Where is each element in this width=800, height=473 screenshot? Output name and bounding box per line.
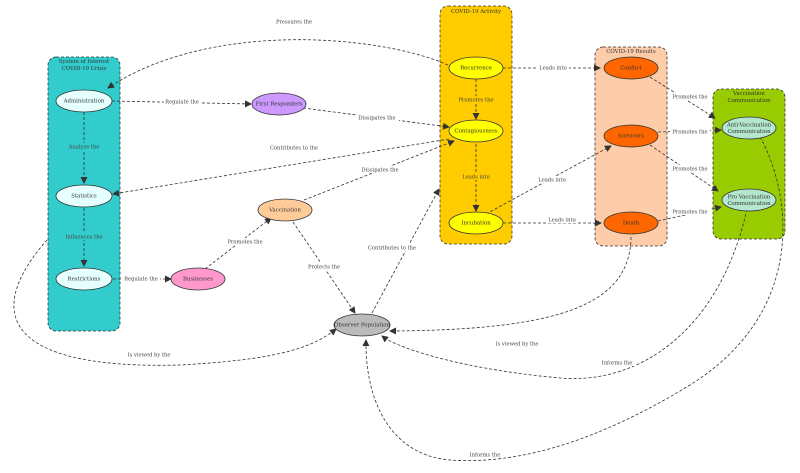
label-informs-pro: Informs the: [602, 361, 633, 367]
label-analyze: Analyze the: [68, 145, 100, 151]
label-promotes-surv-pro: Promotes the: [672, 167, 707, 173]
node-businesses[interactable]: Businesses: [170, 267, 226, 291]
node-anti-vax-label-line1: Anti-Vaccination: [726, 123, 772, 129]
label-dissipates-vacc: Dissipates the: [361, 168, 398, 174]
group-system-subtitle: COVID-19 Crisis: [62, 66, 107, 72]
edge-viewed-death: [389, 236, 632, 335]
node-first-responders[interactable]: First Responders: [251, 92, 307, 116]
node-observer-population-label: Observer Population: [334, 323, 391, 329]
label-influences: Influences the: [65, 235, 102, 241]
label-informs-anti: Informs the: [470, 453, 501, 459]
label-leads-death: Leads into: [548, 218, 575, 224]
edge-pressures: [107, 39, 449, 89]
label-leads-survivors: Leads into: [538, 178, 565, 184]
node-pro-vaccination-communication[interactable]: Pro Vaccination Communication: [721, 188, 777, 212]
label-promotes-contag: Promotes the: [458, 98, 493, 104]
node-administration[interactable]: Administration: [55, 89, 113, 113]
node-survivors[interactable]: Survivors: [603, 124, 659, 148]
node-recurrence[interactable]: Recurrence: [448, 56, 504, 80]
node-anti-vax-label-line2: Communication: [727, 129, 771, 135]
node-conflict-label: Conflict: [620, 66, 642, 72]
node-incubation[interactable]: Incubation: [448, 211, 504, 235]
label-viewed-admin: Is viewed by the: [128, 353, 171, 359]
label-protects: Protects the: [308, 265, 340, 271]
group-results-title: COVID-19 Results: [606, 49, 656, 55]
label-promotes-survivors: Promotes the: [672, 130, 707, 136]
node-statistics[interactable]: Statistics: [55, 184, 113, 208]
node-incubation-label: Incubation: [461, 221, 491, 227]
group-vaccination-communication: Vaccination Communication: [712, 88, 786, 240]
label-dissipates-first: Dissipates the: [358, 116, 395, 122]
label-contributes-stats: Contributes to the: [270, 146, 318, 152]
label-promotes-death: Promotes the: [672, 210, 707, 216]
node-restrictions-label: Restrictions: [68, 277, 101, 283]
edge-regulate-first: [111, 100, 252, 108]
node-survivors-label: Survivors: [618, 134, 644, 140]
label-contributes-obs: Contributes to the: [368, 246, 416, 252]
label-leads-recurrence: Leads into: [539, 66, 566, 72]
edge-contributes-stats: [112, 138, 450, 197]
node-contagiousness[interactable]: Contagiousness: [448, 119, 504, 143]
node-anti-vaccination-communication[interactable]: Anti-Vaccination Communication: [721, 116, 777, 140]
edge-labels: Pressures the Regulate the Dissipates th…: [63, 19, 710, 459]
node-businesses-label: Businesses: [183, 277, 213, 283]
node-observer-population[interactable]: Observer Population: [333, 313, 391, 337]
label-regulate-first: Regulate the: [165, 100, 199, 106]
node-administration-label: Administration: [63, 99, 105, 105]
node-recurrence-label: Recurrence: [460, 66, 492, 72]
label-promotes-bus: Promotes the: [227, 240, 262, 246]
node-pro-vax-label-line2: Communication: [727, 201, 771, 207]
node-death[interactable]: Death: [603, 211, 659, 235]
label-viewed-death: Is viewed by the: [496, 342, 539, 348]
node-vaccination[interactable]: Vaccination: [257, 198, 313, 222]
edge-informs-pro: [381, 208, 748, 379]
label-promotes-conflict: Promotes the: [672, 95, 707, 101]
group-activity-title: COVID-19 Activity: [451, 9, 502, 15]
label-regulate-bus: Regulate the: [124, 277, 158, 283]
label-leads-incub: Leads into: [462, 175, 489, 181]
edge-dissipates-first: [302, 107, 450, 130]
node-pro-vax-label-line1: Pro Vaccination: [728, 195, 771, 201]
node-contagiousness-label: Contagiousness: [454, 129, 497, 135]
group-vaccination-subtitle: Communication: [727, 98, 771, 104]
edge-promotes-conflict: [649, 76, 716, 119]
edge-viewed-admin: [13, 239, 337, 366]
node-vaccination-label: Vaccination: [268, 208, 301, 214]
edge-informs-anti: [362, 136, 784, 461]
node-death-label: Death: [623, 221, 640, 227]
node-restrictions[interactable]: Restrictions: [55, 267, 113, 291]
node-first-responders-label: First Responders: [256, 102, 303, 108]
group-system-title: System of Interest: [59, 59, 110, 65]
node-statistics-label: Statistics: [71, 194, 97, 200]
group-vaccination-title: Vaccination: [732, 91, 765, 97]
node-conflict[interactable]: Conflict: [603, 56, 659, 80]
label-pressures: Pressures the: [276, 20, 312, 26]
